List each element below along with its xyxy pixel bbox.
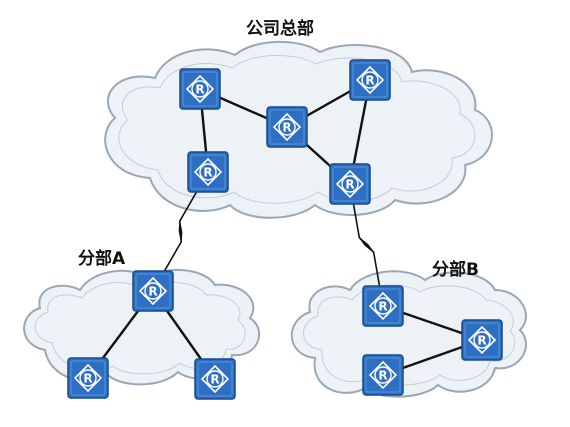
router-glyph: R [83, 372, 92, 386]
label-branch-a: 分部A [78, 249, 126, 269]
router-glyph: R [210, 373, 219, 387]
serial-link-hq4-a1 [152, 171, 209, 292]
router-icon: R [179, 68, 221, 110]
router-glyph: R [203, 166, 212, 180]
router-icon: R [266, 106, 308, 148]
router-glyph: R [477, 334, 486, 348]
router-glyph: R [148, 285, 157, 299]
cloud-branch-b [290, 270, 527, 398]
router-icon: R [194, 358, 236, 400]
router-icon: R [349, 59, 391, 101]
router-icon: R [132, 270, 174, 312]
label-branch-b: 分部B [432, 260, 479, 280]
serial-link-hq5-b1 [349, 183, 384, 307]
router-icon: R [362, 285, 404, 327]
router-icon: R [187, 151, 229, 193]
router-glyph: R [345, 178, 354, 192]
router-icon: R [67, 357, 109, 399]
router-icon: R [362, 354, 404, 396]
router-glyph: R [378, 369, 387, 383]
router-glyph: R [195, 83, 204, 97]
router-glyph: R [365, 74, 374, 88]
router-icon: R [461, 319, 503, 361]
routers-layer: R R R R R R R R R R R [67, 59, 503, 400]
router-icon: R [329, 163, 371, 205]
router-glyph: R [378, 300, 387, 314]
cloud-branch-a [23, 268, 261, 386]
router-glyph: R [282, 121, 291, 135]
label-headquarters: 公司总部 [246, 19, 314, 39]
